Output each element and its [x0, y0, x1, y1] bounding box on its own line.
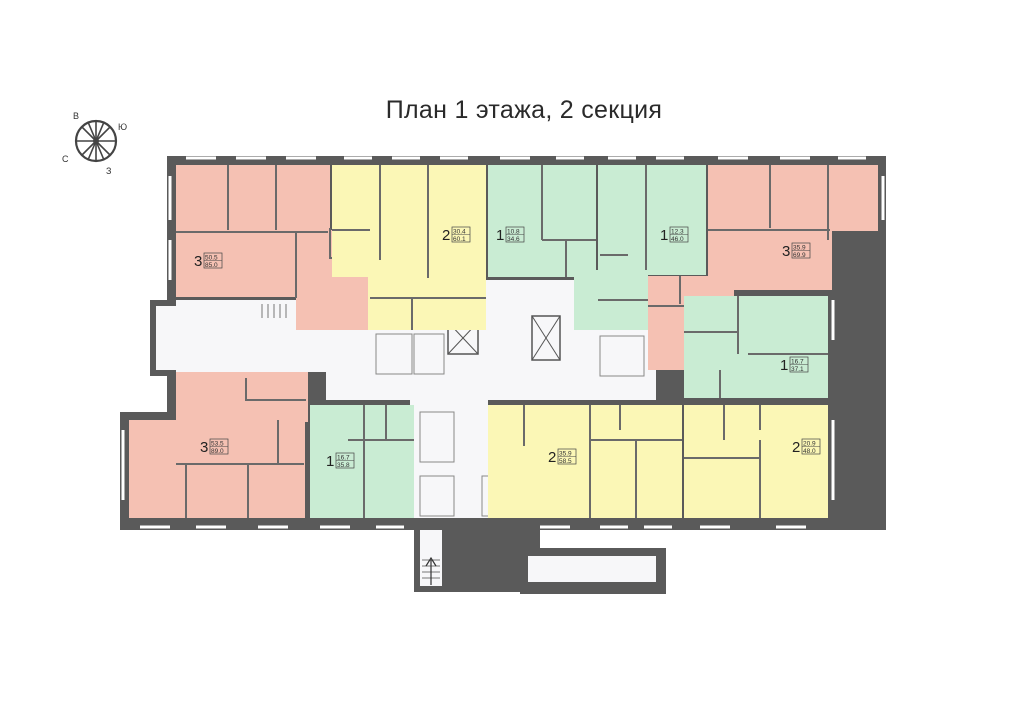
living-area: 16.7	[791, 359, 804, 366]
total-area: 48.0	[803, 448, 816, 455]
living-area: 20.9	[803, 441, 816, 448]
total-area: 58.5	[559, 458, 572, 465]
apartment-2-room-bottom-right[interactable]	[684, 405, 828, 518]
room-count: 3	[194, 253, 202, 270]
apartment-2-room-bottom-middle[interactable]	[488, 405, 682, 518]
living-area: 50.5	[205, 255, 218, 262]
compass-north-label: В	[73, 111, 80, 121]
total-area: 34.6	[507, 236, 520, 243]
total-area: 89.0	[211, 448, 224, 455]
living-area: 30.4	[453, 229, 466, 236]
living-area: 35.9	[793, 245, 806, 252]
room-count: 1	[326, 453, 334, 470]
up-arrow-icon	[425, 556, 437, 585]
windows	[121, 156, 885, 529]
living-area: 12.3	[671, 229, 684, 236]
living-area: 35.9	[559, 451, 572, 458]
compass-icon	[74, 119, 118, 163]
room-count: 1	[780, 357, 788, 374]
room-count: 1	[660, 227, 668, 244]
apartment-1-room-bottom[interactable]	[310, 405, 414, 518]
total-area: 69.9	[793, 252, 806, 259]
total-area: 46.0	[671, 236, 684, 243]
room-count: 2	[442, 227, 450, 244]
room-count: 2	[548, 449, 556, 466]
ramp-south	[528, 556, 656, 582]
room-count: 1	[496, 227, 504, 244]
apartment-1-room-top-b[interactable]	[574, 165, 706, 330]
room-count: 3	[200, 439, 208, 456]
west-stair-treads	[261, 304, 287, 318]
apartment-3-room-top-left[interactable]	[176, 165, 368, 330]
compass-west-label: С	[62, 154, 69, 164]
plan-title: План 1 этажа, 2 секция	[385, 96, 663, 124]
total-area: 35.8	[337, 462, 350, 469]
apartment-3-room-bottom-left[interactable]	[129, 372, 308, 518]
total-area: 60.1	[453, 236, 466, 243]
compass-rose: В Ю С З	[56, 108, 136, 188]
room-count: 3	[782, 243, 790, 260]
room-count: 2	[792, 439, 800, 456]
living-area: 53.5	[211, 441, 224, 448]
compass-south-label: З	[106, 166, 112, 176]
total-area: 37.1	[791, 366, 804, 373]
total-area: 85.0	[205, 262, 218, 269]
apartment-1-room-top-a[interactable]	[488, 165, 596, 277]
compass-east-label: Ю	[118, 122, 128, 132]
living-area: 10.8	[507, 229, 520, 236]
entry-steps	[156, 306, 178, 370]
apartment-2-room-top[interactable]	[332, 165, 486, 330]
living-area: 16.7	[337, 455, 350, 462]
apartment-1-room-right[interactable]	[684, 296, 828, 398]
